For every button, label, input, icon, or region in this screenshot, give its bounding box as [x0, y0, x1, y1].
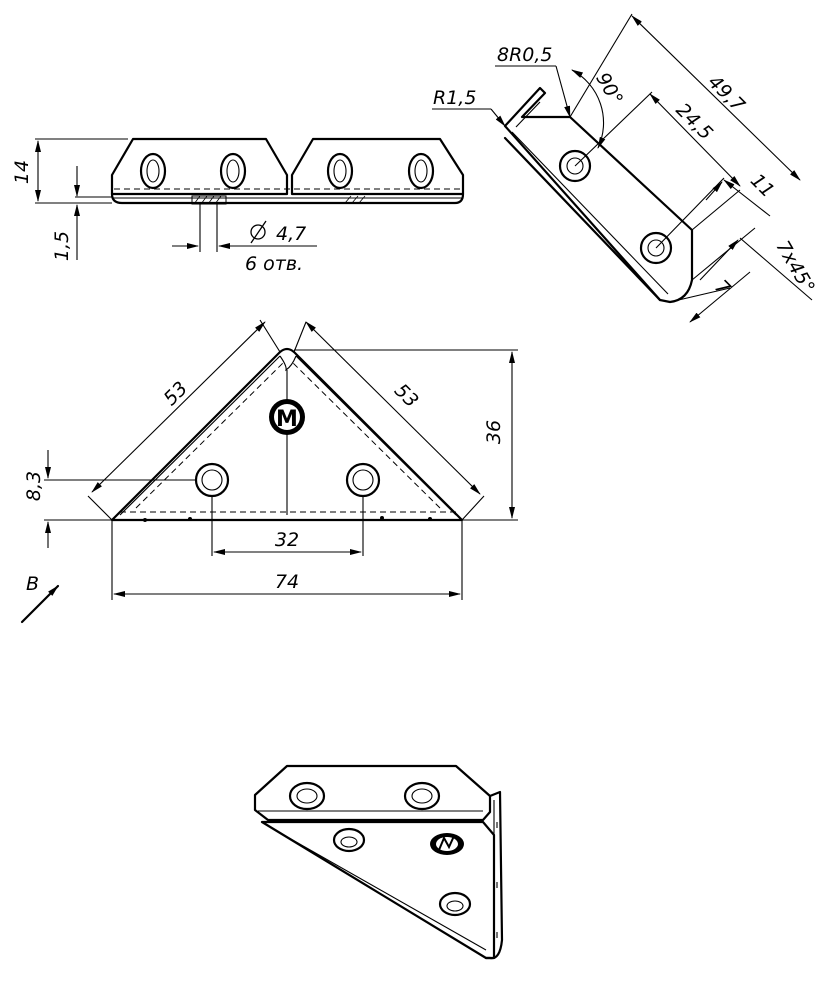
iso-side-flange	[484, 790, 504, 960]
hole-1	[139, 152, 167, 190]
dim-side-right: 53	[390, 379, 423, 412]
base-plate	[110, 192, 465, 205]
front-view: M 53 53 36 8,3 32	[20, 319, 518, 624]
dim-hole-spacing: 32	[275, 529, 299, 551]
dim-side-left: 53	[159, 377, 192, 410]
iso-top-flange	[253, 764, 492, 822]
bracket-top-outline	[503, 86, 694, 304]
dim-width-total: 74	[275, 571, 299, 593]
iso-hole-3	[332, 827, 366, 853]
section-hatch	[191, 195, 366, 205]
iso-hole-4	[438, 891, 472, 917]
dim-radius: R1,5	[433, 87, 476, 109]
dim-length-total: 49,7	[704, 71, 749, 116]
dim-hole-offset: 8,3	[23, 471, 45, 501]
dim-angle: 90°	[591, 69, 627, 109]
iso-hole-2	[403, 781, 441, 811]
right-flange-outline	[290, 137, 465, 196]
front-hole-right	[345, 462, 381, 498]
dim-length-hole: 24,5	[672, 99, 717, 144]
front-hole-left	[194, 462, 230, 498]
dim-chamfer: 7x45°	[771, 237, 819, 297]
diameter-symbol	[250, 220, 267, 244]
logo-letter: M	[276, 407, 298, 432]
dim-hole-count: 6 отв.	[245, 253, 303, 275]
dim-height-14: 14	[11, 160, 33, 184]
view-label: B	[26, 573, 39, 595]
dim-hole-diameter: 4,7	[276, 223, 306, 245]
hole-2	[219, 152, 247, 190]
dim-bend-radius: 8R0,5	[497, 44, 553, 66]
dim-7: 7	[710, 276, 734, 300]
isometric-view	[253, 764, 504, 960]
dim-11: 11	[746, 169, 779, 202]
hole-4	[407, 152, 435, 190]
left-flange-outline	[110, 137, 289, 196]
dim-height-36: 36	[483, 420, 505, 444]
top-view: 49,7 24,5 11 7x45° 7 90° 8R0,5 R1,5	[432, 13, 819, 323]
hole-3	[326, 152, 354, 190]
iso-hole-1	[288, 781, 326, 811]
dim-thickness: 1,5	[51, 231, 73, 261]
view-arrow	[20, 584, 60, 624]
side-view: 14 1,5 4,7 6 отв.	[11, 137, 465, 275]
